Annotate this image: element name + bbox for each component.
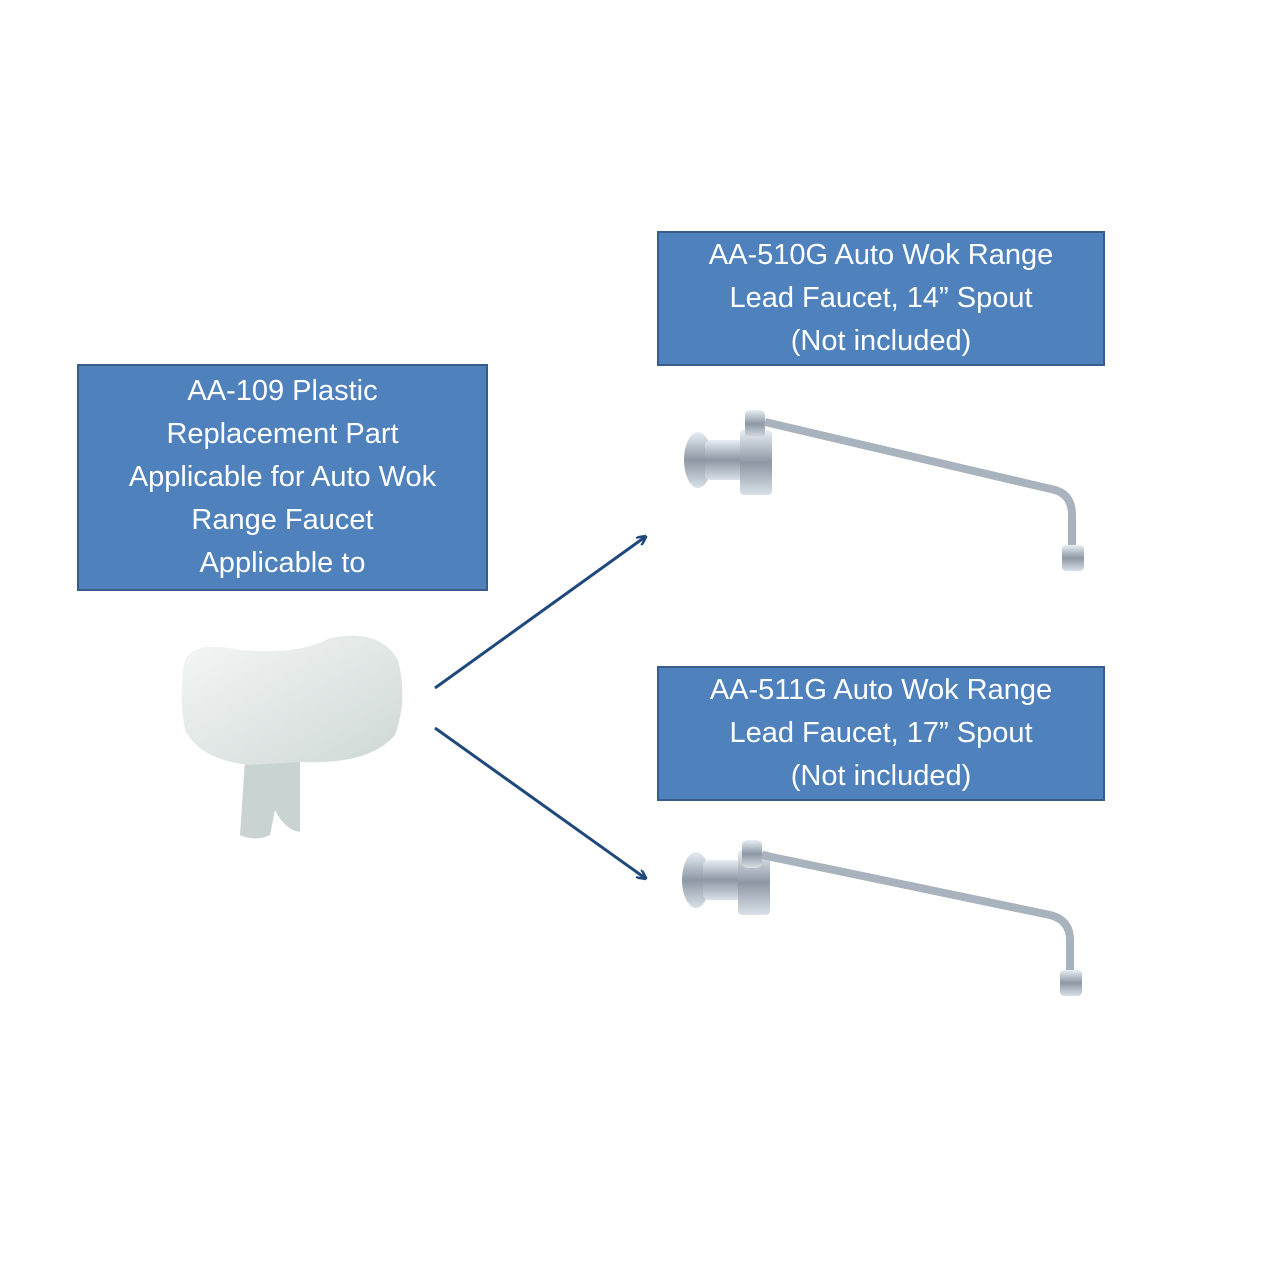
faucet-17-label-line: (Not included) — [790, 760, 972, 792]
faucet-14-label-line: AA-510G Auto Wok Range — [708, 239, 1054, 271]
plastic-part-image — [181, 635, 403, 839]
part-label-box: AA-109 Plastic Replacement Part Applicab… — [77, 364, 488, 591]
faucet-14-label-box: AA-510G Auto Wok Range Lead Faucet, 14” … — [657, 231, 1105, 366]
faucet-14-label-line: Lead Faucet, 14” Spout — [729, 282, 1033, 314]
faucet-17-image — [682, 840, 1082, 996]
faucet-17-label-box: AA-511G Auto Wok Range Lead Faucet, 17” … — [657, 666, 1105, 801]
part-label-line: Applicable for Auto Wok — [128, 461, 437, 493]
faucet-14-label-line: (Not included) — [790, 325, 972, 357]
part-label-line: AA-109 Plastic — [187, 375, 378, 407]
faucet-14-image — [684, 410, 1084, 571]
part-label-line: Applicable to — [199, 547, 366, 579]
part-label-line: Range Faucet — [191, 504, 374, 536]
arrow-to-14-spout — [434, 537, 645, 690]
arrow-to-17-spout — [434, 726, 645, 878]
faucet-17-label-line: AA-511G Auto Wok Range — [709, 674, 1053, 706]
faucet-17-label-line: Lead Faucet, 17” Spout — [729, 717, 1033, 749]
part-label-line: Replacement Part — [166, 418, 399, 450]
